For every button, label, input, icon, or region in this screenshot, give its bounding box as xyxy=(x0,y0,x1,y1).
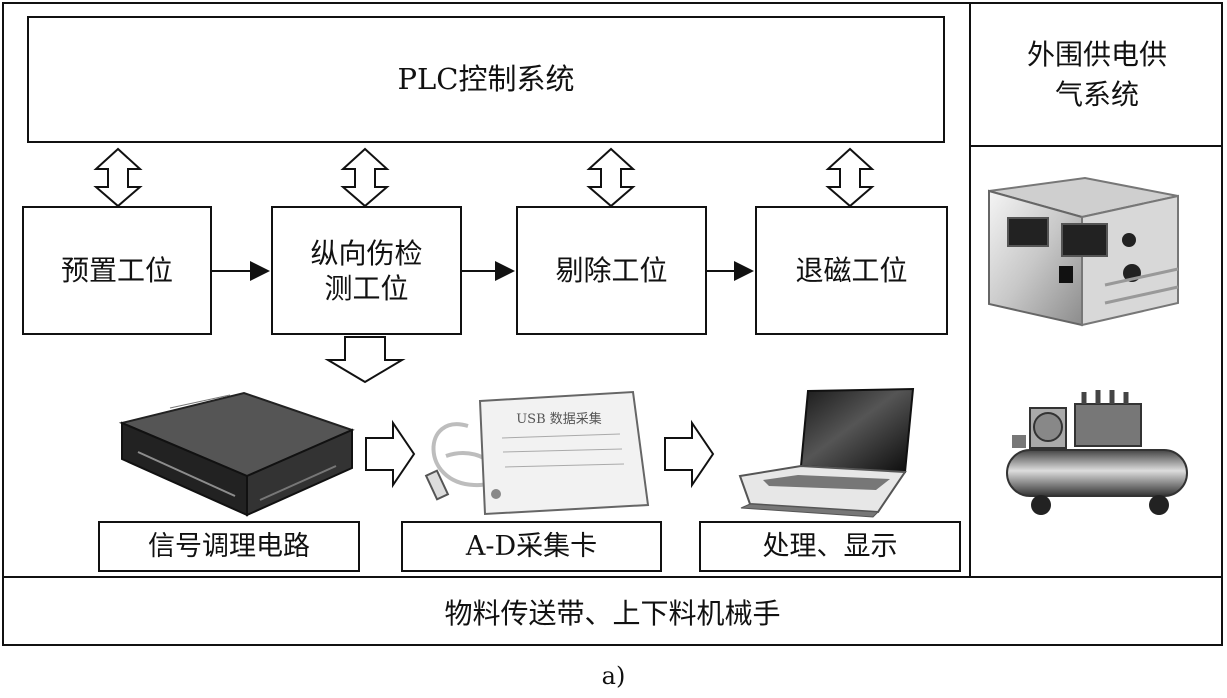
processing-display-label: 处理、显示 xyxy=(762,530,898,562)
plc-control-system-label: PLC控制系统 xyxy=(397,62,575,97)
signal-conditioning-label-box: 信号调理电路 xyxy=(98,521,360,572)
preset-station-box: 预置工位 xyxy=(22,206,212,335)
signal-conditioning-label: 信号调理电路 xyxy=(148,530,310,562)
ad-acquisition-card-label-box: A-D采集卡 xyxy=(401,521,662,572)
preset-station-label: 预置工位 xyxy=(60,254,173,287)
peripheral-power-air-title: 外围供电供 气系统 xyxy=(973,5,1221,145)
conveyor-manipulator-label-area: 物料传送带、上下料机械手 xyxy=(2,578,1223,646)
longitudinal-flaw-detection-station-label: 纵向伤检 测工位 xyxy=(310,236,423,305)
longitudinal-flaw-detection-station-box: 纵向伤检 测工位 xyxy=(271,206,462,335)
rejection-station-label: 剔除工位 xyxy=(555,254,668,287)
processing-display-label-box: 处理、显示 xyxy=(699,521,961,572)
right-panel-divider xyxy=(971,145,1223,147)
section-divider-vertical xyxy=(969,2,971,576)
demagnetization-station-box: 退磁工位 xyxy=(755,206,948,335)
section-divider-horizontal xyxy=(2,576,1223,578)
demagnetization-station-label: 退磁工位 xyxy=(795,254,908,287)
rejection-station-box: 剔除工位 xyxy=(516,206,707,335)
conveyor-manipulator-label: 物料传送带、上下料机械手 xyxy=(444,597,781,630)
figure-caption: a) xyxy=(601,662,626,690)
ad-acquisition-card-label: A-D采集卡 xyxy=(465,530,598,562)
peripheral-power-air-label: 外围供电供 气系统 xyxy=(1026,38,1167,111)
plc-control-system-box: PLC控制系统 xyxy=(27,16,945,143)
